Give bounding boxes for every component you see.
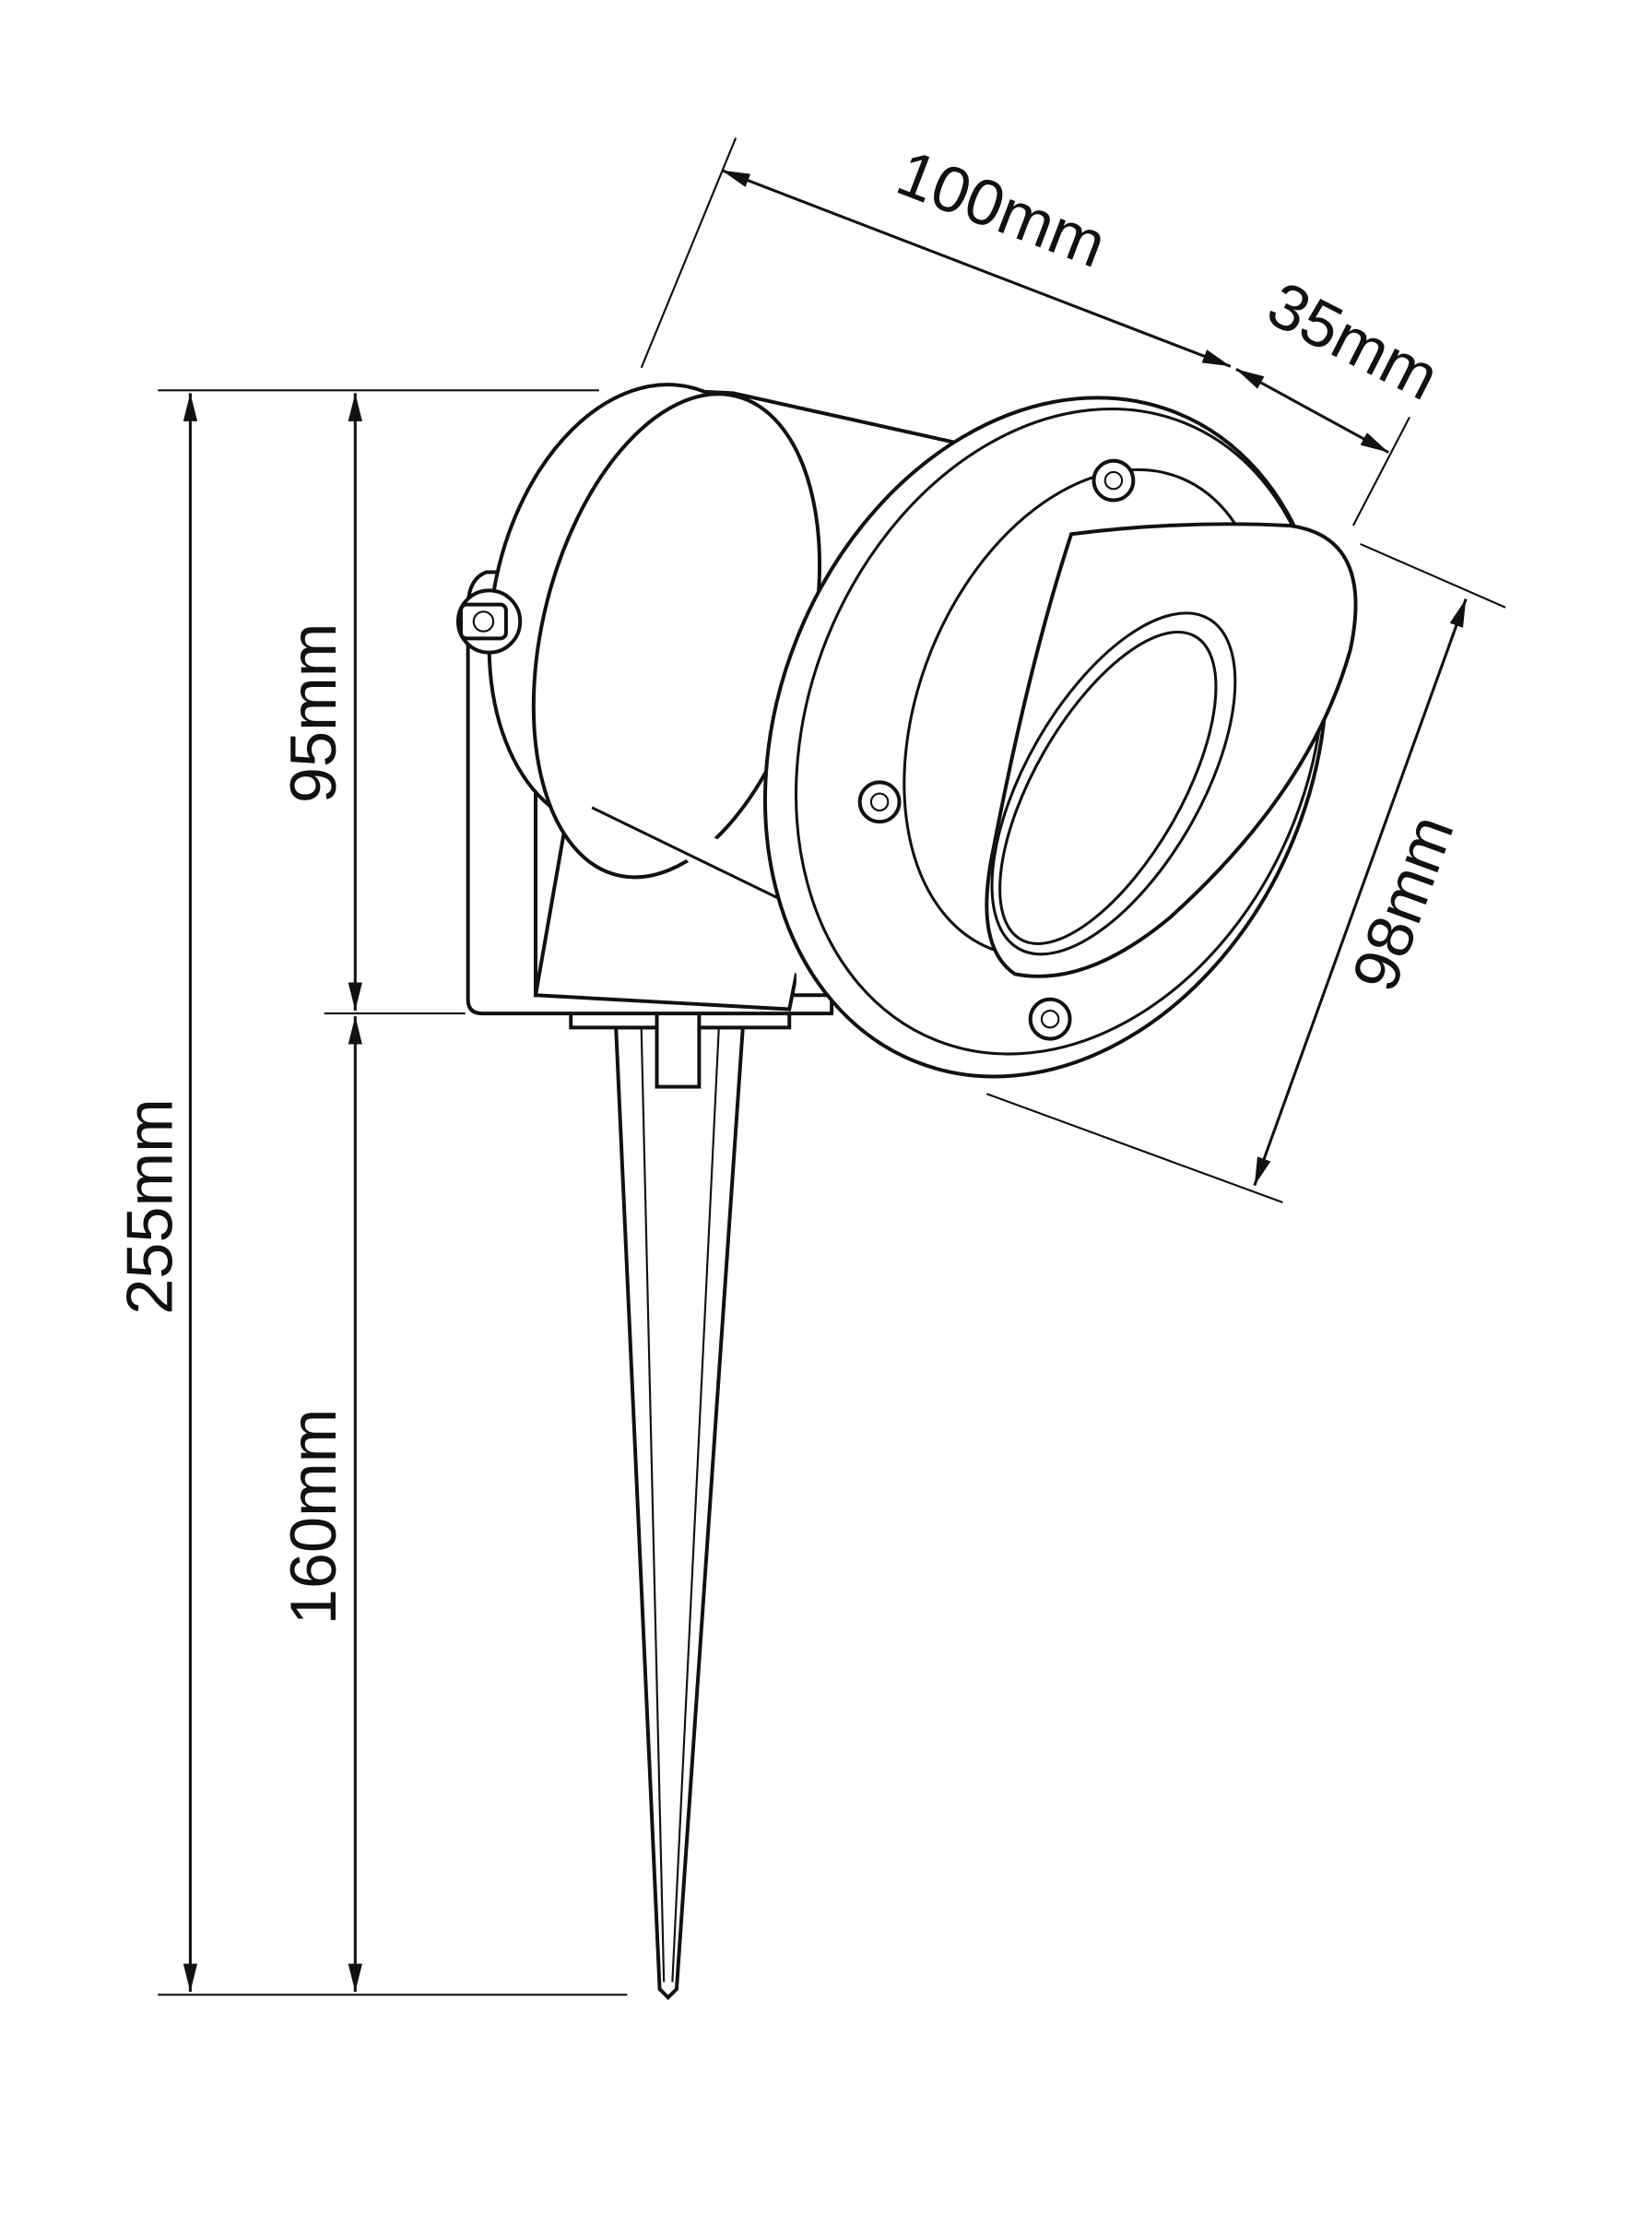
screw-left <box>857 780 902 824</box>
hood-inner-rim <box>990 611 1237 956</box>
bezel-screws <box>857 458 1136 1041</box>
ext-line-front-top <box>1360 542 1506 609</box>
dim-line-100 <box>721 169 1232 368</box>
label-95mm: 95mm <box>277 623 349 803</box>
ext-line-hood <box>1351 416 1410 527</box>
pivot-screw <box>455 588 523 655</box>
extension-lines <box>158 137 1506 1996</box>
label-160mm: 160mm <box>277 1409 349 1626</box>
screw-bottom <box>1028 997 1072 1041</box>
dimension-lines <box>183 169 1468 1993</box>
bezel-inner-ring <box>795 407 1326 1056</box>
screw-top <box>1092 458 1136 503</box>
lens-hood <box>985 522 1358 978</box>
dim-line-98 <box>1253 598 1468 1187</box>
dim-line-35 <box>1235 367 1389 454</box>
ground-spike <box>569 972 792 2001</box>
label-100mm: 100mm <box>888 136 1115 281</box>
ext-line-back <box>640 137 738 369</box>
label-255mm: 255mm <box>113 1098 186 1315</box>
lens <box>998 630 1218 945</box>
label-35mm: 35mm <box>1257 267 1450 414</box>
ext-line-front-bottom <box>985 1093 1283 1203</box>
